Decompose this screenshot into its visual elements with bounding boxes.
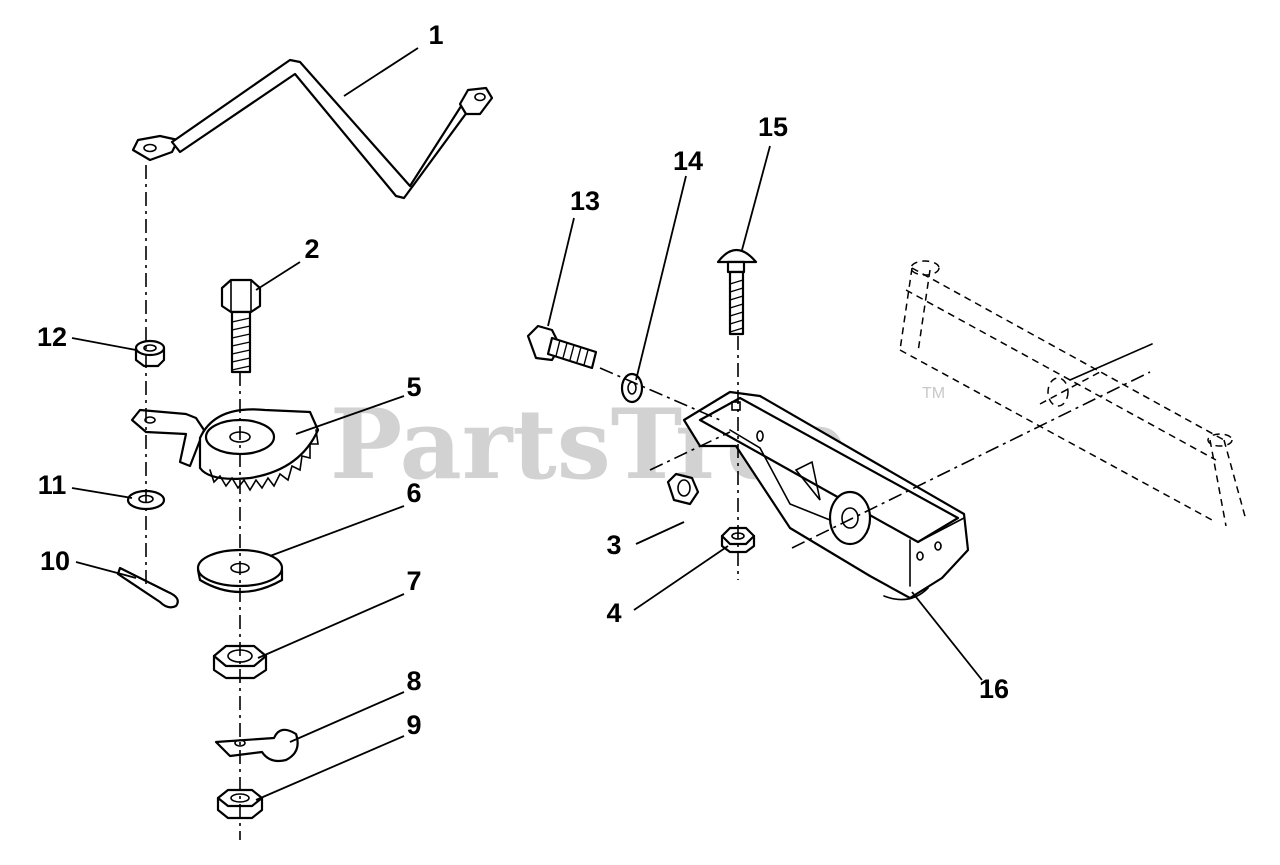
part-15-carriage-bolt[interactable] xyxy=(716,248,758,336)
callout-8[interactable]: 8 xyxy=(406,666,421,696)
part-1-control-rod[interactable] xyxy=(131,58,494,200)
part-13-bolt[interactable] xyxy=(526,324,598,370)
callout-2[interactable]: 2 xyxy=(304,234,319,264)
part-3-nut[interactable] xyxy=(666,472,700,506)
callout-5[interactable]: 5 xyxy=(406,372,421,402)
callout-12[interactable]: 12 xyxy=(37,322,67,352)
axis-line-right-horizontal xyxy=(599,367,721,421)
callout-11[interactable]: 11 xyxy=(38,470,67,500)
callout-4[interactable]: 4 xyxy=(606,598,621,628)
part-2-bolt[interactable] xyxy=(220,278,262,374)
callout-10[interactable]: 10 xyxy=(40,546,70,576)
part-7-hex-nut[interactable] xyxy=(212,644,268,680)
callout-1[interactable]: 1 xyxy=(428,20,443,50)
callout-13[interactable]: 13 xyxy=(570,186,600,216)
part-12-flange-nut[interactable] xyxy=(134,339,166,368)
callout-16[interactable]: 16 xyxy=(979,674,1009,704)
callout-6[interactable]: 6 xyxy=(406,478,421,508)
callout-9[interactable]: 9 xyxy=(406,710,421,740)
part-16-bracket[interactable] xyxy=(682,390,970,601)
part-14-washer[interactable] xyxy=(620,372,644,404)
callout-15[interactable]: 15 xyxy=(758,112,788,142)
axis-line-right-pivot xyxy=(791,371,1151,549)
callout-14[interactable]: 14 xyxy=(673,146,703,176)
part-10-cotter-pin[interactable] xyxy=(116,566,179,609)
part-5-gear-sector[interactable] xyxy=(130,408,320,492)
callout-3[interactable]: 3 xyxy=(606,530,621,560)
leader-lines xyxy=(71,47,983,801)
axis-line-right-nut xyxy=(649,431,731,471)
part-8-clip[interactable] xyxy=(214,728,299,763)
callout-7[interactable]: 7 xyxy=(406,566,421,596)
watermark-trademark: TM xyxy=(922,385,945,402)
reference-axle-outline xyxy=(899,260,1247,527)
